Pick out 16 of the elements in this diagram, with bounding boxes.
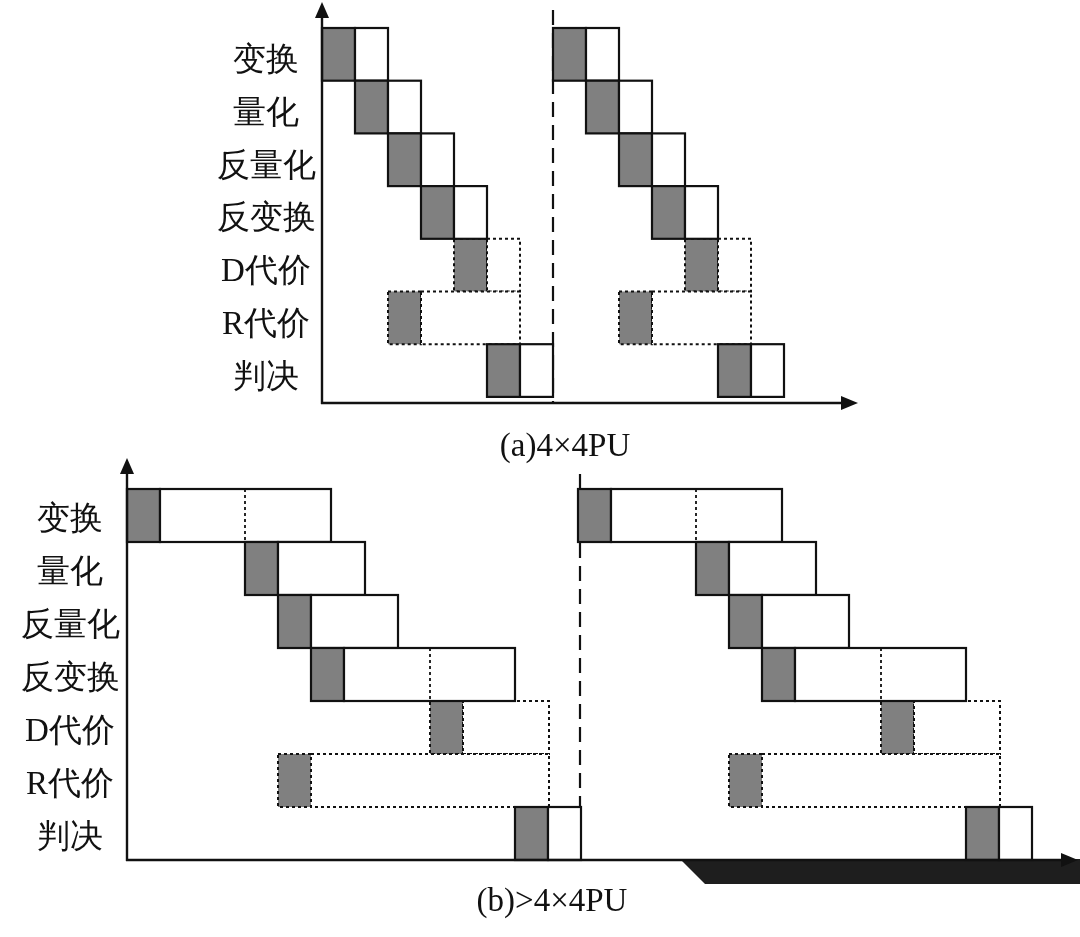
row-label: R代价: [26, 766, 114, 799]
row-label: 判决: [233, 359, 299, 393]
row-label: D代价: [221, 253, 311, 287]
row-label: D代价: [25, 713, 115, 746]
row-label: 量化: [233, 95, 299, 129]
subfigure-caption: (a)4×4PU: [499, 428, 631, 462]
subfigure-caption: (b)>4×4PU: [476, 883, 628, 917]
row-label: R代价: [222, 306, 310, 340]
row-label: 反量化: [216, 148, 316, 182]
row-label: 反变换: [20, 660, 120, 693]
row-label: 变换: [37, 501, 103, 534]
row-label: 判决: [37, 819, 103, 852]
row-label: 反量化: [20, 607, 120, 640]
row-label: 变换: [233, 42, 299, 76]
row-label: 反变换: [216, 200, 316, 234]
row-label: 量化: [37, 554, 103, 587]
